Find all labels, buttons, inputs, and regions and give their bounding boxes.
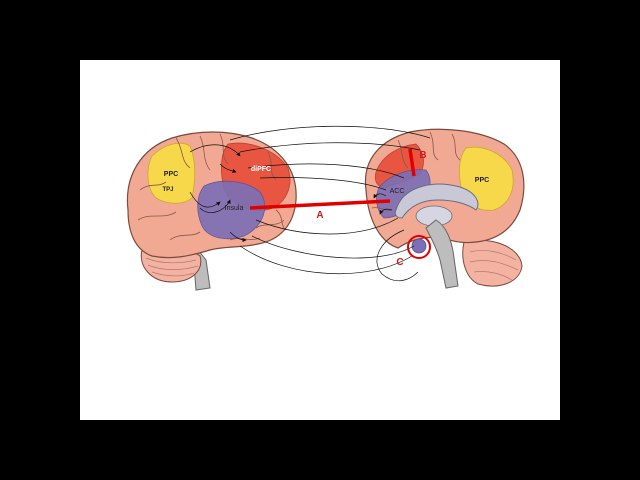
label-tpj: TPJ <box>162 187 173 193</box>
label-dlpfc: dlPFC <box>251 166 271 173</box>
label-ppc-right: PPC <box>475 177 489 184</box>
right-amygdala-region <box>411 238 427 254</box>
network-connections <box>189 125 431 282</box>
arrow-b-line <box>408 148 416 177</box>
left-insula-region <box>197 180 266 240</box>
label-acc: ACC <box>390 188 405 195</box>
arrow-a-line <box>249 199 391 210</box>
label-arrow-b: B <box>419 150 426 161</box>
circle-c <box>407 235 431 259</box>
label-insula: Insula <box>225 205 244 212</box>
right-cerebellum <box>462 239 523 287</box>
brain-network-diagram: PPC TPJ dlPFC Insula ACC PPC A B C <box>126 125 525 291</box>
label-arrow-c: C <box>396 257 403 268</box>
slide: PPC TPJ dlPFC Insula ACC PPC A B C <box>80 60 560 420</box>
label-arrow-a: A <box>316 210 323 221</box>
right-gyri <box>371 131 461 211</box>
highlight-connections <box>249 148 431 259</box>
right-brainstem <box>425 219 459 289</box>
right-corpus-callosum <box>394 183 479 219</box>
right-brain-medial-view <box>364 128 525 289</box>
label-ppc-left: PPC <box>164 171 178 178</box>
left-brain-lateral-view <box>126 131 297 291</box>
labels: PPC TPJ dlPFC Insula ACC PPC A B C <box>162 150 489 268</box>
